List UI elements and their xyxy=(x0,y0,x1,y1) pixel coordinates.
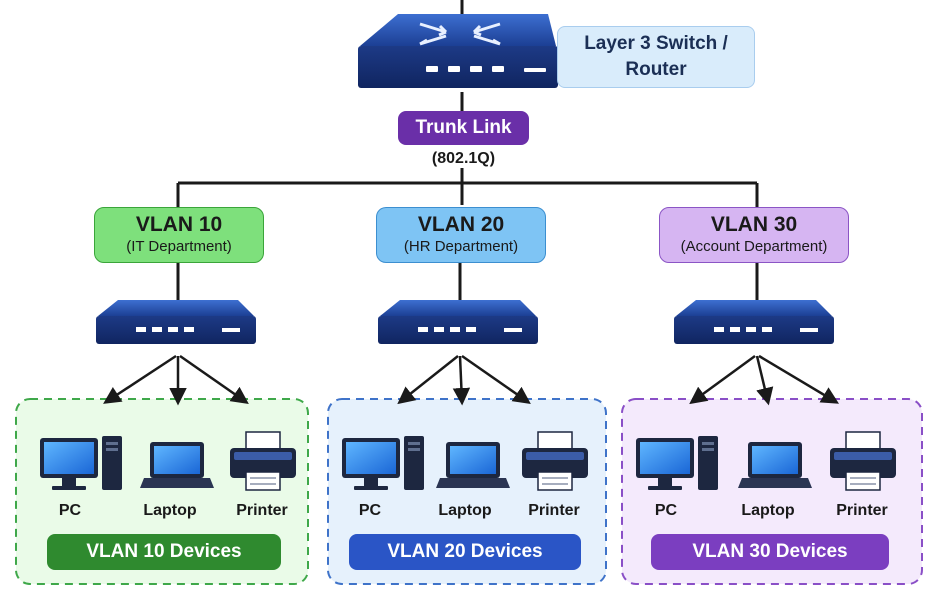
access-switch-vlan-20 xyxy=(378,300,538,344)
trunk-protocol-label: (802.1Q) xyxy=(431,150,496,167)
vlan-30-title: VLAN 30 xyxy=(710,213,798,236)
core-label-line2: Router xyxy=(625,59,687,80)
vlan-10-laptop-label: Laptop xyxy=(143,502,197,519)
core-switch-icon xyxy=(358,14,558,88)
vlan-20-title: VLAN 20 xyxy=(417,213,505,236)
trunk-link-badge: Trunk Link xyxy=(398,111,529,145)
vlan-20-pc-label: PC xyxy=(358,502,382,519)
access-switch-vlan-30 xyxy=(674,300,834,344)
vlan-30-laptop-label: Laptop xyxy=(741,502,795,519)
trunk-lines xyxy=(176,0,759,300)
vlan-30-pc-icon xyxy=(636,436,718,490)
core-router-label: Layer 3 Switch / Router xyxy=(557,26,755,88)
vlan-30-box: VLAN 30 (Account Department) xyxy=(659,207,849,263)
vlan-30-printer-label: Printer xyxy=(836,502,888,519)
vlan-10-printer-icon xyxy=(230,431,296,491)
vlan-20-pc-icon xyxy=(342,436,424,490)
device-arrows xyxy=(103,354,840,406)
vlan-20-laptop-icon xyxy=(436,442,510,488)
vlan-20-devices-banner: VLAN 20 Devices xyxy=(349,534,581,570)
vlan-30-printer-icon xyxy=(830,431,896,491)
vlan-10-box: VLAN 10 (IT Department) xyxy=(94,207,264,263)
vlan-10-printer-label: Printer xyxy=(236,502,288,519)
vlan-10-devices-banner: VLAN 10 Devices xyxy=(47,534,281,570)
core-label-line1: Layer 3 Switch / xyxy=(584,33,728,54)
vlan-10-laptop-icon xyxy=(140,442,214,488)
vlan-30-laptop-icon xyxy=(738,442,812,488)
vlan-20-printer-icon xyxy=(522,431,588,491)
vlan-20-printer-label: Printer xyxy=(528,502,580,519)
vlan-10-dept: (IT Department) xyxy=(126,238,232,255)
vlan-20-laptop-label: Laptop xyxy=(438,502,492,519)
vlan-10-pc-label: PC xyxy=(58,502,82,519)
vlan-10-title: VLAN 10 xyxy=(135,213,223,236)
vlan-10-pc-icon xyxy=(40,436,122,490)
device-icons xyxy=(40,431,896,491)
vlan-30-devices-banner: VLAN 30 Devices xyxy=(651,534,889,570)
access-switch-vlan-10 xyxy=(96,300,256,344)
vlan-20-box: VLAN 20 (HR Department) xyxy=(376,207,546,263)
vlan-20-dept: (HR Department) xyxy=(403,238,519,255)
vlan-30-pc-label: PC xyxy=(654,502,678,519)
vlan-30-dept: (Account Department) xyxy=(680,238,828,255)
